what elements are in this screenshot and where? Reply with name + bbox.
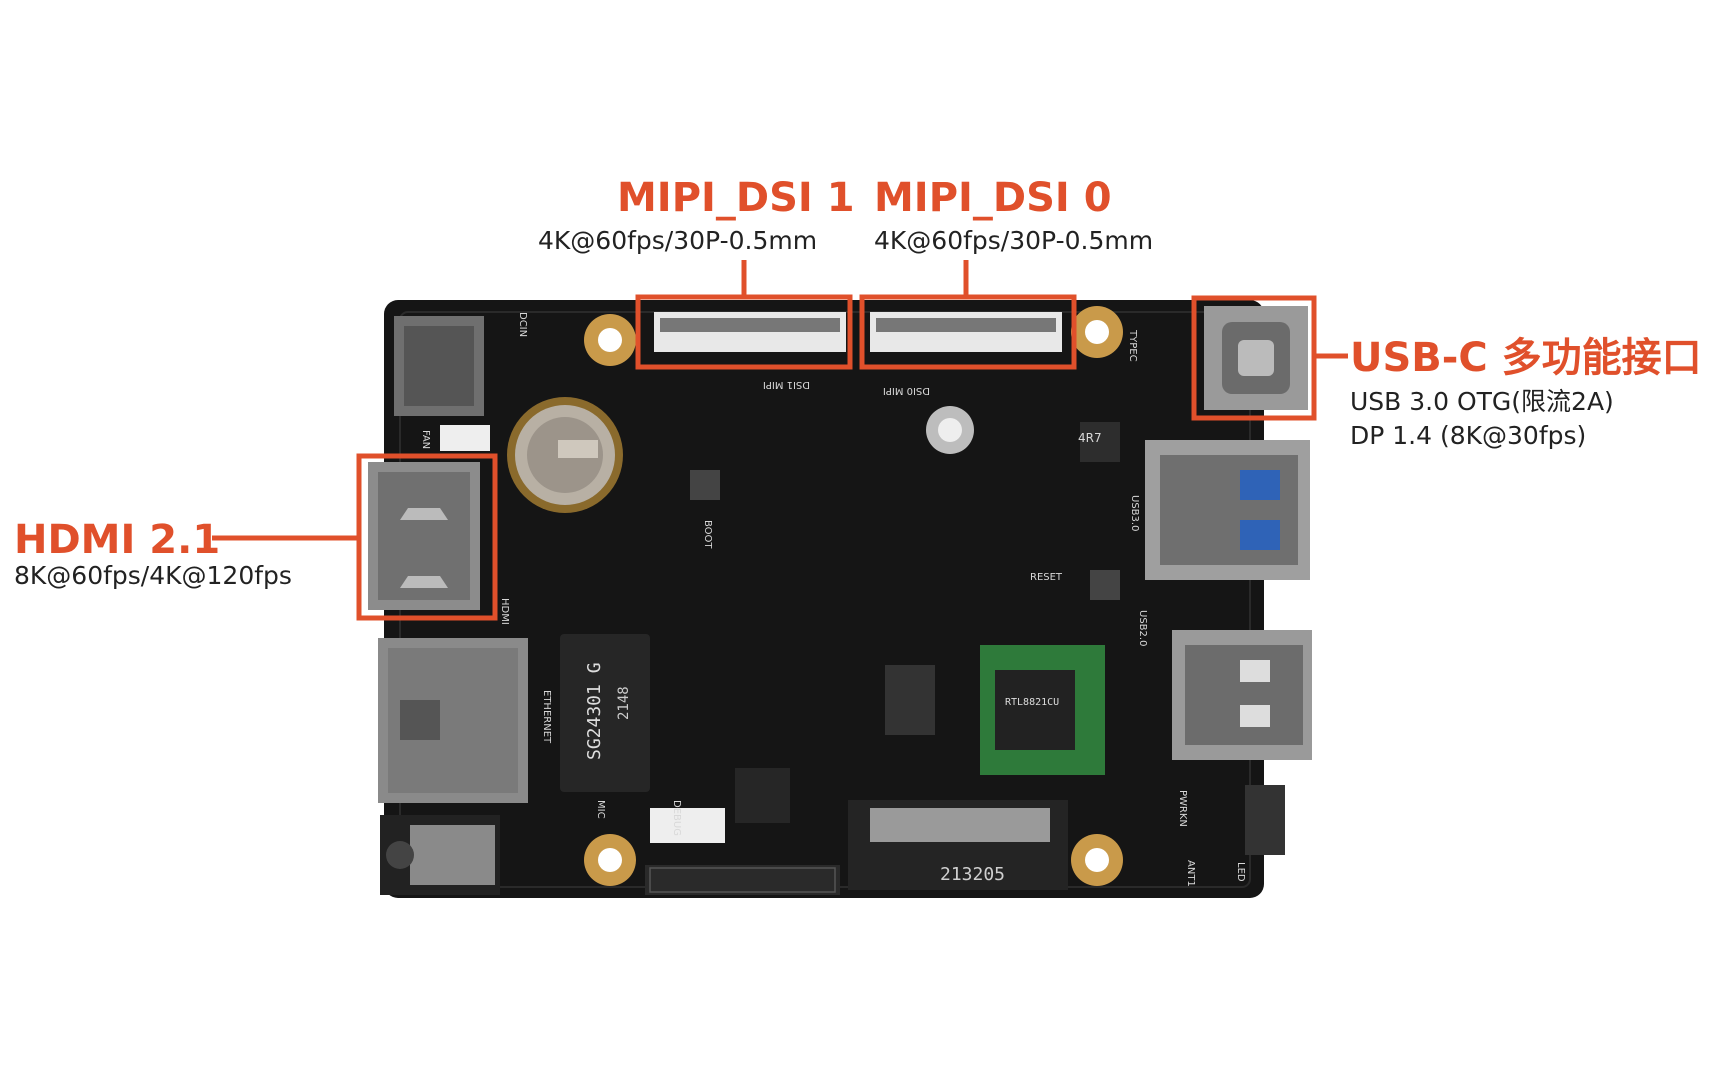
silk-hdmi: HDMI xyxy=(499,598,510,625)
usb-c-port xyxy=(1204,306,1308,410)
silk-fan: FAN xyxy=(420,430,431,449)
silk-ant: ANT1 xyxy=(1185,860,1196,887)
mipi-dsi-1-spec: 4K@60fps/30P-0.5mm xyxy=(538,226,818,255)
mounting-hole-bottom-right xyxy=(1071,834,1123,886)
qfn-chip xyxy=(885,665,935,735)
silk-usb2: USB2.0 xyxy=(1137,610,1148,646)
hdmi-port xyxy=(368,462,480,610)
ethernet-port xyxy=(378,638,528,803)
silk-boot: BOOT xyxy=(702,520,713,549)
silk-typec: TYPEC xyxy=(1127,329,1138,362)
mipi-dsi-1-connector xyxy=(654,312,846,352)
hdmi-spec: 8K@60fps/4K@120fps xyxy=(14,561,292,590)
rtc-battery xyxy=(507,397,623,513)
usb3-port xyxy=(1145,440,1310,580)
wifi-chip-text: RTL8821CU xyxy=(1005,697,1059,708)
silk-usb3: USB3.0 xyxy=(1129,495,1140,531)
gpio-header xyxy=(645,865,840,895)
m2-slot: 213205 xyxy=(848,800,1068,890)
silk-mic: MIC xyxy=(595,800,606,819)
silk-dsi0: DSI0 MIPI xyxy=(883,385,930,396)
transformer-sub: 2148 xyxy=(616,686,632,720)
silk-dcin: DCIN xyxy=(517,312,528,337)
mounting-hole-center xyxy=(926,406,974,454)
silk-reset: RESET xyxy=(1030,572,1063,583)
usb-c-spec-line2: DP 1.4 (8K@30fps) xyxy=(1350,421,1587,450)
mounting-hole-bottom-left xyxy=(584,834,636,886)
mipi-dsi-0-title: MIPI_DSI 0 xyxy=(874,175,1112,221)
transformer-text: SG24301 G xyxy=(584,662,605,760)
silk-ethernet: ETHERNET xyxy=(541,690,552,744)
silk-dsi1: DSI1 MIPI xyxy=(763,379,810,390)
usb-c-spec-line1: USB 3.0 OTG(限流2A) xyxy=(1350,387,1614,416)
mounting-hole-top-left xyxy=(584,314,636,366)
mipi-dsi-1-title: MIPI_DSI 1 xyxy=(617,175,855,221)
ethernet-transformer: SG24301 G 2148 xyxy=(560,634,650,792)
usb-c-title: USB-C 多功能接口 xyxy=(1350,335,1702,381)
fan-connector xyxy=(440,425,490,451)
reset-button xyxy=(1090,570,1120,600)
pcb-board xyxy=(384,300,1264,898)
debug-connector xyxy=(650,808,725,843)
m2-slot-text: 213205 xyxy=(940,864,1005,885)
inductor xyxy=(1080,422,1120,462)
power-switch xyxy=(1245,785,1285,855)
mounting-hole-top-right xyxy=(1071,306,1123,358)
usb-hub-chip xyxy=(735,768,790,823)
audio-jack xyxy=(380,815,500,895)
usb2-port xyxy=(1172,630,1312,760)
boot-button xyxy=(690,470,720,500)
silk-led: LED xyxy=(1235,862,1246,882)
wifi-module: RTL8821CU xyxy=(980,645,1105,775)
silk-debug: DEBUG xyxy=(671,800,682,836)
silk-inductor: 4R7 xyxy=(1078,431,1102,445)
hdmi-title: HDMI 2.1 xyxy=(14,517,221,563)
silk-pwrkn: PWRKN xyxy=(1177,790,1188,827)
mipi-dsi-0-spec: 4K@60fps/30P-0.5mm xyxy=(874,226,1154,255)
mipi-dsi-0-connector xyxy=(870,312,1062,352)
